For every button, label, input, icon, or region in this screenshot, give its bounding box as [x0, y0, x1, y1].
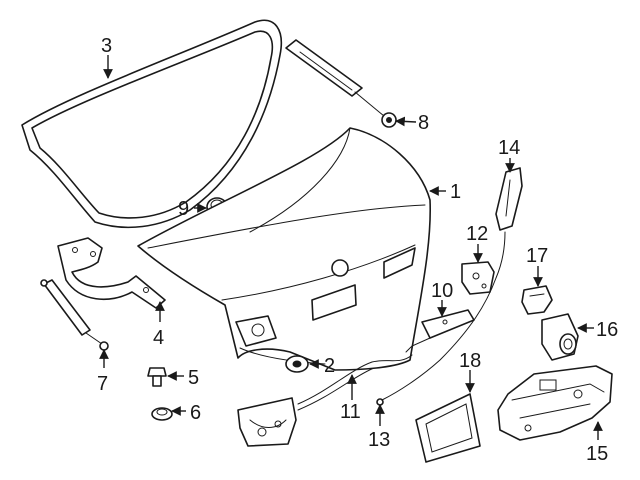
callout-3: 3 [101, 35, 112, 57]
callout-14: 14 [498, 137, 520, 159]
part-bolt [147, 367, 167, 387]
callout-17: 17 [526, 245, 548, 267]
part-weatherstrip-seal [21, 19, 282, 229]
callout-13: 13 [368, 429, 390, 451]
callout-6: 6 [190, 402, 201, 424]
part-gas-strut-lower [40, 279, 109, 351]
callout-7: 7 [97, 373, 108, 395]
part-lock-cable [237, 354, 413, 447]
callout-16: 16 [596, 319, 618, 341]
callout-9: 9 [178, 198, 189, 220]
part-hinge [57, 237, 166, 309]
part-gas-strut-upper [285, 39, 397, 128]
callout-2: 2 [324, 355, 335, 377]
part-trunk-lid [137, 127, 432, 371]
callout-4: 4 [153, 327, 164, 349]
leader-8 [395, 116, 417, 127]
part-handle-assembly [497, 365, 613, 441]
callout-12: 12 [466, 223, 488, 245]
callout-5: 5 [188, 367, 199, 389]
part-nut [151, 407, 173, 421]
part-connector [521, 285, 553, 315]
part-bracket [495, 167, 523, 231]
callout-10: 10 [431, 280, 453, 302]
callout-11: 11 [340, 401, 361, 423]
part-latch-plate [461, 261, 495, 295]
callout-18: 18 [459, 350, 481, 372]
part-plate-bracket [415, 393, 481, 463]
callout-labels: 3 8 9 1 4 7 5 6 2 11 13 10 12 14 17 16 1… [97, 35, 618, 465]
part-plug [285, 355, 309, 373]
callout-8: 8 [418, 112, 429, 134]
callout-15: 15 [586, 443, 608, 465]
part-motor [541, 313, 579, 361]
callout-1: 1 [450, 181, 461, 203]
leader-lines [99, 55, 603, 440]
